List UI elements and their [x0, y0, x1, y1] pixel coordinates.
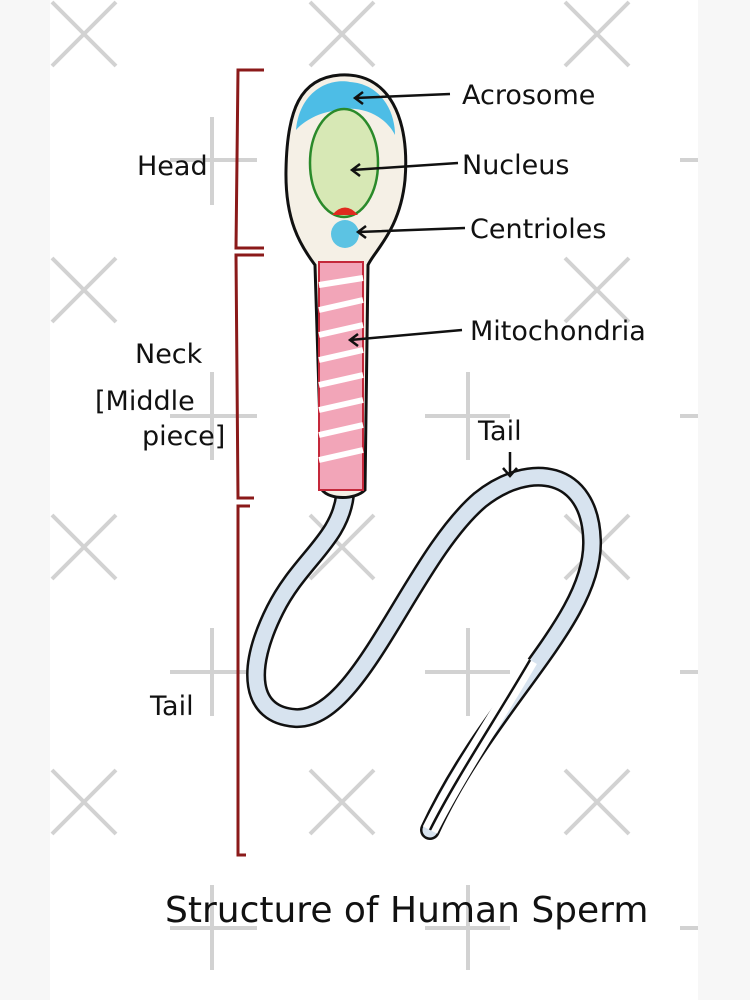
- tail-bracket: [236, 504, 250, 857]
- watermark: [50, 0, 698, 970]
- nucleus: [308, 107, 380, 219]
- piece-label: piece]: [142, 421, 225, 452]
- tail-shape: [246, 466, 603, 840]
- head-bracket: [234, 68, 264, 250]
- nucleus-label: Nucleus: [462, 150, 569, 181]
- tail-part-label: Tail: [477, 416, 522, 447]
- neck-bracket: [234, 253, 264, 500]
- acrosome-label: Acrosome: [462, 80, 595, 111]
- tail-region-label: Tail: [149, 691, 194, 722]
- mitochondria-label: Mitochondria: [470, 316, 646, 347]
- centriole-blue: [331, 220, 359, 248]
- neck-label: Neck: [135, 339, 203, 370]
- middle-label: [Middle: [95, 386, 195, 417]
- centriole-red: [332, 207, 358, 215]
- centrioles-label: Centrioles: [470, 214, 606, 245]
- mitochondria: [318, 261, 364, 491]
- sperm-head: [284, 73, 408, 499]
- diagram-title: Structure of Human Sperm: [165, 890, 648, 931]
- pointer-arrows: [347, 91, 518, 478]
- brackets: [234, 68, 264, 857]
- head-label: Head: [137, 151, 208, 182]
